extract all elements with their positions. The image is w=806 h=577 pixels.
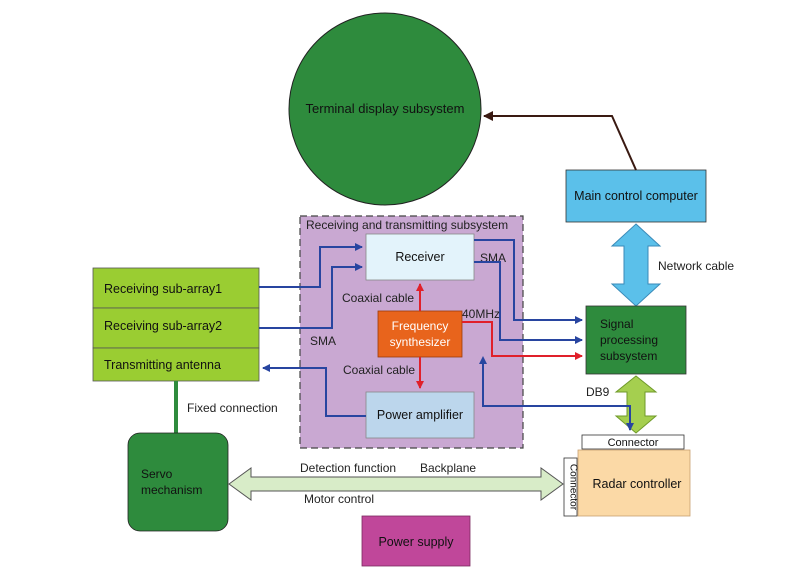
power-supply <box>361 515 471 567</box>
coaxial-cable-top-label: Coaxial cable <box>342 291 414 305</box>
terminal-display-subsystem <box>288 12 482 206</box>
signal-processing-label-1: Signal <box>600 317 633 331</box>
subsystem-title: Receiving and transmitting subsystem <box>306 218 508 232</box>
frequency-synthesizer <box>377 310 463 358</box>
connector-top-label: Connector <box>608 437 659 449</box>
receiver <box>365 233 475 281</box>
terminal-display-label: Terminal display subsystem <box>306 101 465 116</box>
servo-label-1: Servo <box>141 467 173 481</box>
main-control-computer-label: Main control computer <box>574 189 698 203</box>
db9-link-arrow <box>614 375 658 434</box>
backplane-double-arrow <box>228 467 564 501</box>
receiver-to-signal-processing-link-1 <box>474 239 583 324</box>
connector-side <box>563 457 578 517</box>
fixed-connection-label: Fixed connection <box>187 401 278 415</box>
subarray2-to-receiver-link <box>259 263 363 329</box>
radar-controller <box>577 449 691 517</box>
synth-radar-controller-start-head <box>479 356 487 364</box>
backplane-label: Backplane <box>420 461 476 475</box>
servo-mechanism <box>127 432 229 532</box>
computer-to-display-link <box>483 111 637 171</box>
synth-to-radar-controller-link <box>482 362 634 431</box>
receiving-subarray-1 <box>92 267 260 309</box>
transmitting-antenna-label: Transmitting antenna <box>104 358 221 372</box>
signal-processing-label-3: subsystem <box>600 349 657 363</box>
db9-label: DB9 <box>586 385 610 399</box>
motor-control-label: Motor control <box>304 492 374 506</box>
frequency-synthesizer-label-1: Frequency <box>392 319 449 333</box>
radar-controller-label: Radar controller <box>593 477 682 491</box>
receiver-label: Receiver <box>395 250 444 264</box>
power-amplifier-label: Power amplifier <box>377 408 463 422</box>
receiver-to-signal-processing-link-2 <box>474 261 583 344</box>
network-cable-label: Network cable <box>658 259 734 273</box>
subarray1-to-receiver-link <box>259 243 363 288</box>
servo-label-2: mechanism <box>141 483 202 497</box>
sma-left-label: SMA <box>310 334 336 348</box>
frequency-synthesizer-label-2: synthesizer <box>390 335 451 349</box>
mhz40-label: 40MHz <box>462 307 500 321</box>
receiving-subarray-1-label: Receiving sub-array1 <box>104 282 222 296</box>
main-control-computer <box>565 169 707 223</box>
receiving-subarray-2 <box>92 307 260 349</box>
connector-top <box>581 434 685 450</box>
power-supply-label: Power supply <box>378 535 454 549</box>
amplifier-to-antenna-link <box>262 364 366 417</box>
transmitting-antenna <box>92 347 260 382</box>
signal-processing-subsystem <box>585 305 687 375</box>
detection-function-label: Detection function <box>300 461 396 475</box>
connector-side-label: Connector <box>568 464 579 511</box>
network-cable-arrow <box>610 223 662 307</box>
coaxial-cable-bottom-label: Coaxial cable <box>343 363 415 377</box>
signal-processing-label-2: processing <box>600 333 658 347</box>
synth-to-signal-processing-link <box>462 321 583 360</box>
receiving-subarray-2-label: Receiving sub-array2 <box>104 319 222 333</box>
